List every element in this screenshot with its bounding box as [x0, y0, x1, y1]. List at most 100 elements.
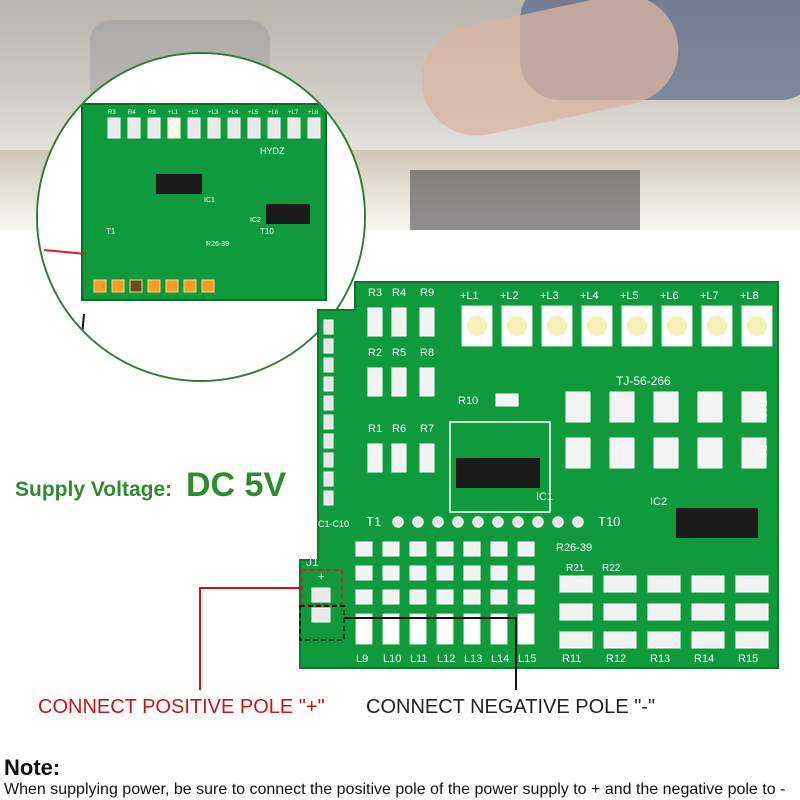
r10-resistor [495, 393, 519, 407]
bottom-r-label: R13 [650, 653, 670, 665]
capacitor [323, 471, 334, 487]
caps-label: C1-C10 [318, 519, 349, 529]
t10-label: T10 [598, 514, 620, 529]
inset-led-lit [167, 117, 181, 139]
inset-ic1 [156, 174, 202, 194]
header-pin [452, 516, 464, 528]
note-text: When supplying power, be sure to connect… [4, 781, 786, 798]
small-resistor [355, 589, 373, 605]
capacitor [323, 376, 334, 392]
header-pin [532, 516, 544, 528]
capacitor [323, 319, 334, 335]
led-lens [627, 316, 647, 336]
resistor-array [741, 437, 767, 469]
small-resistor [436, 565, 454, 581]
ic1-chip [456, 458, 540, 488]
inset-black-wire [77, 313, 85, 380]
j1-label: J1 [306, 555, 319, 569]
led-lens [667, 316, 687, 336]
inset-ic1-label: IC1 [204, 197, 215, 204]
small-resistor [382, 541, 400, 557]
header-pin [512, 516, 524, 528]
right-resistor [691, 575, 725, 593]
resistor-label: R1 [368, 423, 382, 435]
part-number: TJ-56-266 [616, 374, 671, 388]
right-resistor [691, 603, 725, 621]
resistor-label: R9 [420, 287, 434, 299]
led-label: +L4 [580, 290, 599, 302]
resistor [367, 307, 383, 337]
capacitor [323, 395, 334, 411]
header-pin [392, 516, 404, 528]
resistor-array-block [565, 391, 767, 469]
small-resistor [436, 541, 454, 557]
header-pin [472, 516, 484, 528]
inset-bottom-led [129, 279, 143, 293]
led-label: +L7 [700, 290, 719, 302]
inset-bottom-led [165, 279, 179, 293]
bottom-led-label: L12 [437, 653, 455, 665]
resistor-array [565, 391, 591, 423]
header-pin [432, 516, 444, 528]
header-pins [392, 516, 584, 528]
resistor-label: R3 [368, 287, 382, 299]
resistor-label: R4 [392, 287, 406, 299]
small-resistor [409, 589, 427, 605]
supply-voltage-value: DC 5V [186, 466, 287, 504]
bottom-r-label: R12 [606, 653, 626, 665]
ic2-chip [676, 508, 758, 538]
bottom-led-label: L14 [491, 653, 509, 665]
bottom-r-label: R11 [562, 653, 581, 665]
r10-label: R10 [458, 395, 478, 407]
resistor [391, 443, 407, 473]
inset-pcb [81, 103, 327, 301]
inset-t10: T10 [260, 227, 274, 236]
inset-header-label: +L2 [188, 110, 199, 116]
right-resistor [559, 603, 593, 621]
inset-led [307, 117, 321, 139]
side-r10-label: R10 [757, 400, 768, 419]
r22-label: R22 [602, 563, 621, 574]
led-label: +L3 [540, 290, 559, 302]
inset-header-label: +L8 [308, 110, 319, 116]
inset-led [287, 117, 301, 139]
right-resistor [603, 603, 637, 621]
inset-red-wire [43, 249, 87, 255]
inset-bottom-led [183, 279, 197, 293]
bottom-led-label: L9 [356, 653, 368, 665]
inset-ic2-label: IC2 [250, 217, 261, 224]
bottom-led-label: L13 [464, 653, 482, 665]
capacitor [323, 452, 334, 468]
inset-led [107, 117, 121, 139]
led-label: +L2 [500, 290, 519, 302]
led-lens [467, 316, 487, 336]
bottom-r-label: R14 [694, 653, 714, 665]
resistor [367, 367, 383, 397]
right-resistor [735, 603, 769, 621]
header-pin [572, 516, 584, 528]
background-photo [0, 0, 800, 230]
bottom-led-label: L10 [383, 653, 401, 665]
inset-header-label: R3 [108, 110, 116, 116]
inset-bottom-led [147, 279, 161, 293]
resistor [419, 307, 435, 337]
small-resistor [409, 541, 427, 557]
inset-led [127, 117, 141, 139]
small-resistor [355, 541, 373, 557]
header-pin [412, 516, 424, 528]
bottom-led-label: L15 [518, 653, 536, 665]
bottom-led [490, 613, 508, 645]
small-resistor [382, 565, 400, 581]
resistor-array [697, 437, 723, 469]
r26-39-label: R26-39 [556, 542, 592, 554]
capacitor [323, 490, 334, 506]
j1-negative-pad [311, 607, 331, 623]
led-lens [507, 316, 527, 336]
led-lens [587, 316, 607, 336]
capacitor-column [323, 319, 334, 506]
small-resistor [463, 565, 481, 581]
inset-board-name: HYDZ [260, 146, 285, 156]
